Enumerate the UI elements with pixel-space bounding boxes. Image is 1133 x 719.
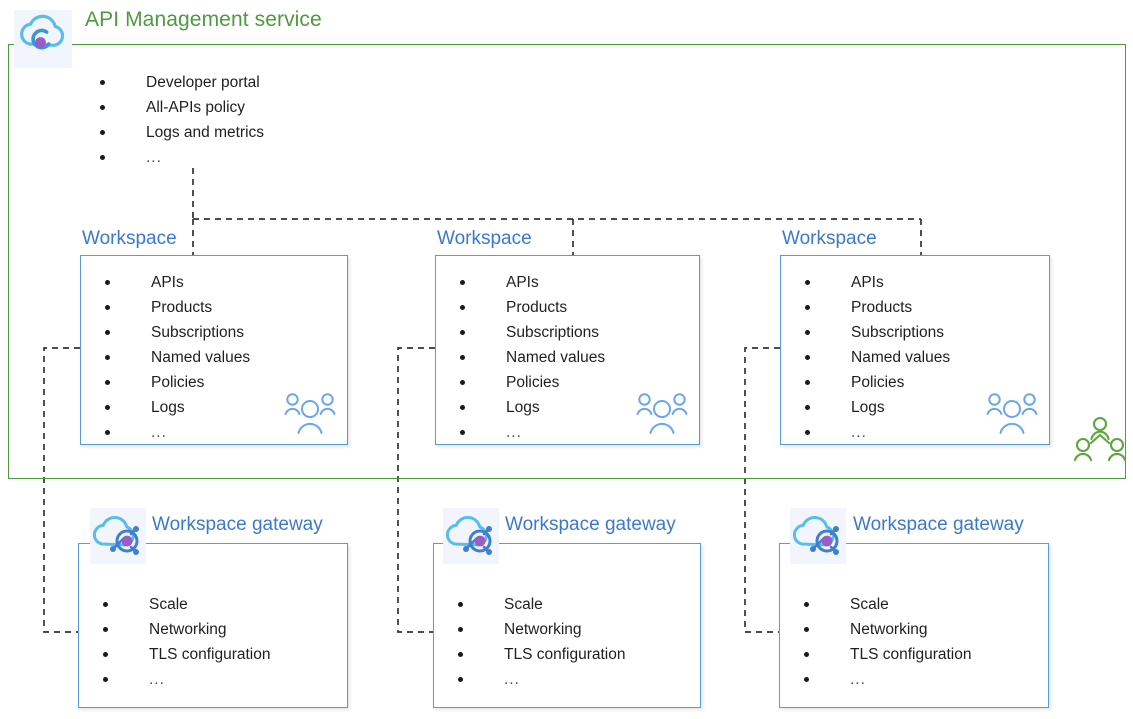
- people-group-green-icon: [1073, 415, 1127, 467]
- workspace-gateway-cloud-icon: [790, 508, 846, 564]
- gateway-item: Scale: [794, 592, 972, 617]
- gateway-item: ...: [93, 667, 271, 692]
- workspace-title-2: Workspace: [437, 228, 532, 249]
- people-group-icon: [635, 392, 689, 436]
- gateway-item-list-1: Scale Networking TLS configuration ...: [93, 592, 271, 692]
- workspace-item: Logs: [95, 395, 250, 420]
- gateway-feature-list-3: Scale Networking TLS configuration ...: [794, 592, 972, 692]
- api-management-cloud-icon: [14, 10, 72, 68]
- workspace-gateway-box-2[interactable]: Scale Networking TLS configuration ...: [433, 543, 701, 708]
- workspace-item: Subscriptions: [450, 320, 605, 345]
- gateway-item: TLS configuration: [794, 642, 972, 667]
- workspace-item-list-3: APIs Products Subscriptions Named values…: [795, 270, 950, 445]
- gateway-item: Networking: [93, 617, 271, 642]
- workspace-item-list-1: APIs Products Subscriptions Named values…: [95, 270, 250, 445]
- service-item: All-APIs policy: [90, 95, 264, 120]
- workspace-feature-list-3: APIs Products Subscriptions Named values…: [795, 270, 950, 445]
- workspace-item: Named values: [450, 345, 605, 370]
- workspace-item: Named values: [795, 345, 950, 370]
- workspace-item: APIs: [795, 270, 950, 295]
- api-management-service-feature-list: Developer portal All-APIs policy Logs an…: [90, 70, 264, 170]
- workspace-item: Products: [795, 295, 950, 320]
- workspace-item: ...: [95, 420, 250, 445]
- connector-workspace-2-to-gateway-2: [397, 347, 435, 633]
- gateway-item: ...: [794, 667, 972, 692]
- workspace-gateway-box-3[interactable]: Scale Networking TLS configuration ...: [779, 543, 1049, 708]
- workspace-item: Named values: [95, 345, 250, 370]
- workspace-feature-list-1: APIs Products Subscriptions Named values…: [95, 270, 250, 445]
- workspace-item: Products: [450, 295, 605, 320]
- api-management-service-container: [8, 44, 1126, 479]
- gateway-feature-list-1: Scale Networking TLS configuration ...: [93, 592, 271, 692]
- workspace-item: Products: [95, 295, 250, 320]
- gateway-item: TLS configuration: [448, 642, 626, 667]
- workspace-item-list-2: APIs Products Subscriptions Named values…: [450, 270, 605, 445]
- workspace-box-3[interactable]: APIs Products Subscriptions Named values…: [780, 255, 1050, 445]
- gateway-item: Scale: [93, 592, 271, 617]
- gateway-item-list-3: Scale Networking TLS configuration ...: [794, 592, 972, 692]
- gateway-item: Scale: [448, 592, 626, 617]
- people-group-icon: [283, 392, 337, 436]
- workspace-item: APIs: [95, 270, 250, 295]
- connector-workspace-3-to-gateway-3: [744, 347, 780, 633]
- workspace-box-2[interactable]: APIs Products Subscriptions Named values…: [435, 255, 700, 445]
- workspace-item: ...: [795, 420, 950, 445]
- connector-workspace-1-to-gateway-1: [43, 347, 80, 633]
- gateway-item-list-2: Scale Networking TLS configuration ...: [448, 592, 626, 692]
- gateway-item: ...: [448, 667, 626, 692]
- gateway-item: Networking: [448, 617, 626, 642]
- workspace-item: Policies: [450, 370, 605, 395]
- service-item: ...: [90, 145, 264, 170]
- workspace-gateway-cloud-icon: [443, 508, 499, 564]
- workspace-item: Subscriptions: [795, 320, 950, 345]
- workspace-gateway-box-1[interactable]: Scale Networking TLS configuration ...: [78, 543, 348, 708]
- workspace-item: Subscriptions: [95, 320, 250, 345]
- service-item: Developer portal: [90, 70, 264, 95]
- workspace-gateway-title-3: Workspace gateway: [853, 514, 1024, 535]
- service-item: Logs and metrics: [90, 120, 264, 145]
- workspace-gateway-cloud-icon: [90, 508, 146, 564]
- service-item-list: Developer portal All-APIs policy Logs an…: [90, 70, 264, 170]
- gateway-feature-list-2: Scale Networking TLS configuration ...: [448, 592, 626, 692]
- workspace-title-3: Workspace: [782, 228, 877, 249]
- workspace-item: Logs: [450, 395, 605, 420]
- people-group-icon: [985, 392, 1039, 436]
- gateway-item: TLS configuration: [93, 642, 271, 667]
- workspace-item: ...: [450, 420, 605, 445]
- workspace-item: Policies: [795, 370, 950, 395]
- workspace-gateway-title-2: Workspace gateway: [505, 514, 676, 535]
- workspace-feature-list-2: APIs Products Subscriptions Named values…: [450, 270, 605, 445]
- gateway-item: Networking: [794, 617, 972, 642]
- workspace-item: APIs: [450, 270, 605, 295]
- workspace-gateway-title-1: Workspace gateway: [152, 514, 323, 535]
- api-management-service-title: API Management service: [85, 8, 322, 31]
- workspace-title-1: Workspace: [82, 228, 177, 249]
- workspace-item: Logs: [795, 395, 950, 420]
- workspace-box-1[interactable]: APIs Products Subscriptions Named values…: [80, 255, 348, 445]
- workspace-item: Policies: [95, 370, 250, 395]
